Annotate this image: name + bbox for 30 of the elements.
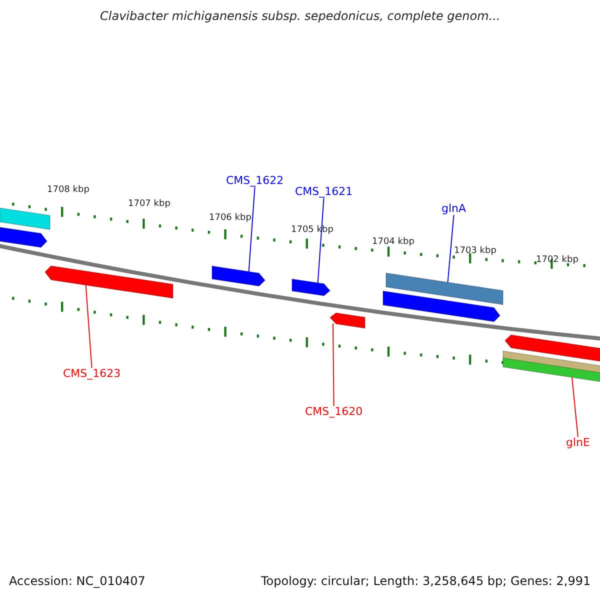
cds-block	[44, 265, 174, 299]
gene-bar	[0, 208, 50, 230]
cds-block	[0, 226, 48, 248]
cds-block	[504, 334, 600, 362]
scale-label: 1702 kbp	[536, 256, 578, 266]
gene-label: CMS_1622	[226, 175, 284, 188]
leader-line	[85, 284, 92, 368]
genome-summary: Topology: circular; Length: 3,258,645 bp; Genes: 2,991	[261, 575, 591, 588]
scale-label: 1706 kbp	[209, 214, 252, 224]
scale-label: 1704 kbp	[372, 238, 414, 248]
scale-label: 1707 kbp	[128, 200, 170, 210]
leader-line	[248, 186, 256, 272]
gene-bar	[502, 358, 600, 382]
leader-line	[317, 198, 324, 284]
gene-label: CMS_1620	[305, 406, 363, 418]
gene-label: CMS_1621	[295, 186, 353, 198]
gene-bar	[386, 272, 504, 306]
title: Clavibacter michiganensis subsp. sepedonicus, complete genom...	[100, 10, 500, 24]
cds-block	[382, 290, 501, 322]
gene-label: glnE	[566, 437, 590, 450]
cds-block	[329, 312, 366, 329]
cds-block	[292, 278, 331, 296]
scale-label: 1703 kbp	[454, 247, 496, 257]
scale-label: 1708 kbp	[47, 186, 90, 196]
gene-label: glnA	[442, 203, 466, 216]
cds-block	[212, 266, 266, 287]
accession-text: Accession: NC_010407	[9, 575, 146, 588]
gene-label: CMS_1623	[63, 368, 121, 380]
leader-line	[332, 322, 334, 406]
leader-line	[447, 214, 454, 283]
